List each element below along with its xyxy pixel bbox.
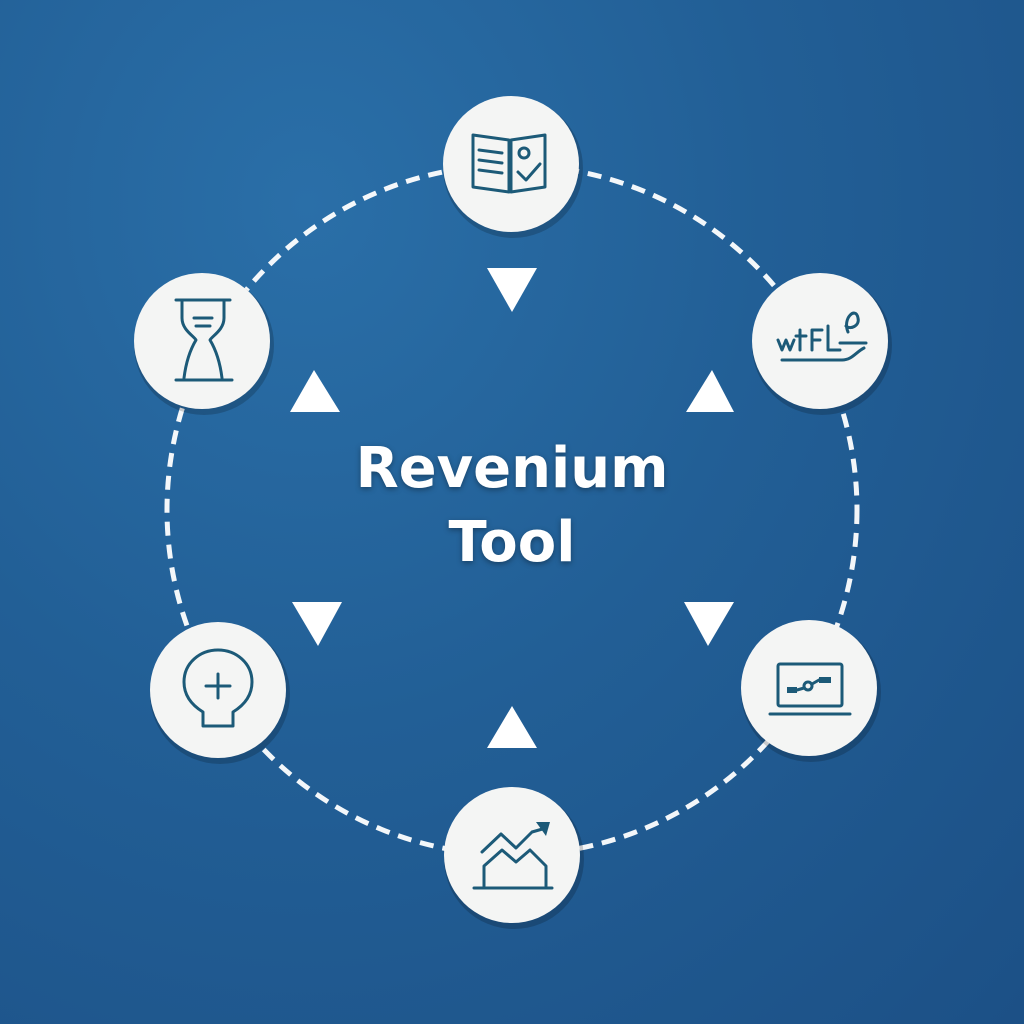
node-lower-right[interactable] xyxy=(741,620,881,762)
laptop-chart-icon xyxy=(768,662,852,716)
arrow-down-left xyxy=(292,602,342,646)
book-document-icon xyxy=(471,133,547,194)
title-line-1: Revenium xyxy=(355,436,669,501)
node-top[interactable] xyxy=(443,96,583,238)
title-line-2: Tool xyxy=(448,510,576,575)
arrow-up-right xyxy=(686,370,734,412)
arrow-down-top xyxy=(487,268,537,312)
arrow-down-right xyxy=(684,602,734,646)
hourglass-icon xyxy=(174,298,234,382)
center-title: Revenium Tool xyxy=(262,432,762,580)
node-lower-left[interactable] xyxy=(150,622,290,764)
node-upper-right[interactable] xyxy=(752,273,892,415)
arrow-up-bottom xyxy=(487,706,537,748)
node-bottom[interactable] xyxy=(444,787,584,929)
lightbulb-plus-icon xyxy=(182,648,254,728)
arrow-up-left xyxy=(290,370,340,412)
node-upper-left[interactable] xyxy=(134,273,274,415)
growth-house-icon xyxy=(472,822,554,890)
workflow-script-icon xyxy=(776,311,868,362)
